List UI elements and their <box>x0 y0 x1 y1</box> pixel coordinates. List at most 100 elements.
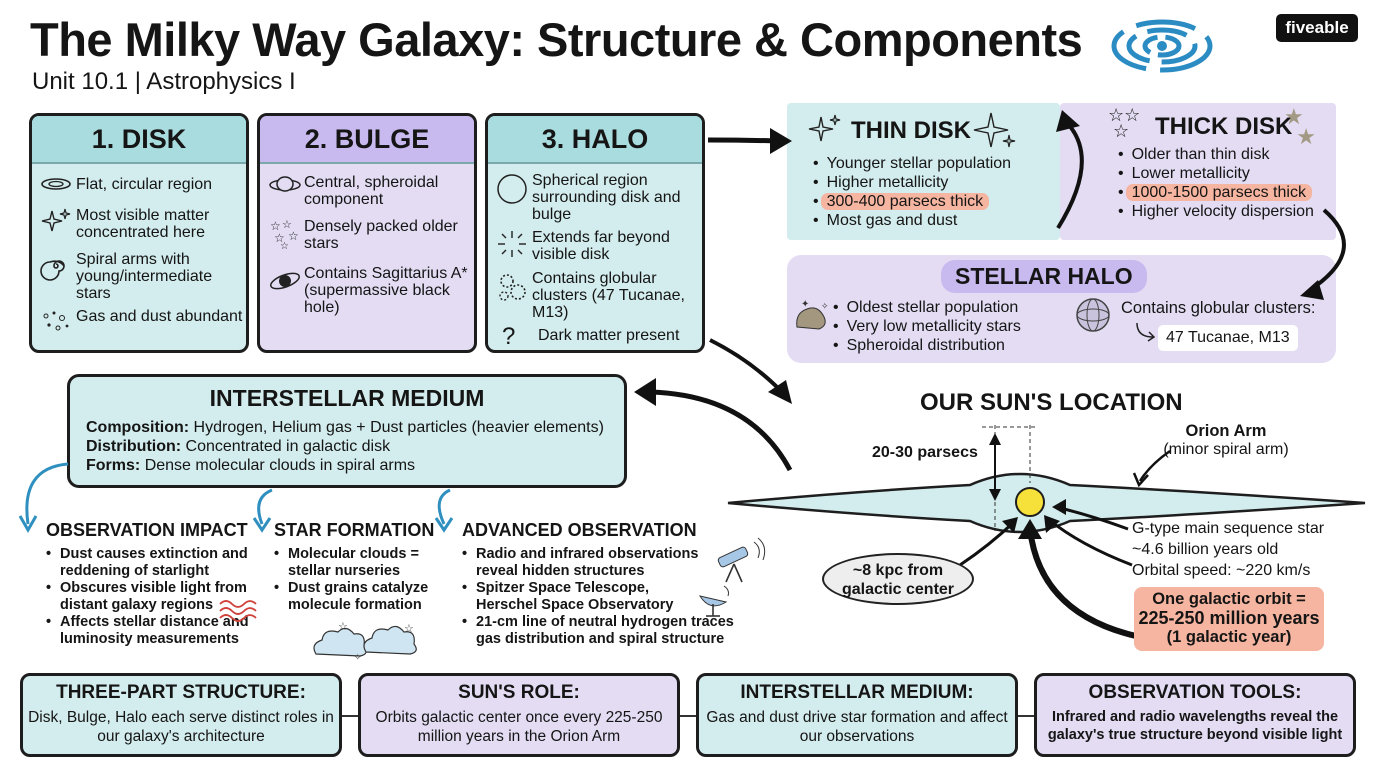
flat-disk-icon <box>41 178 71 190</box>
list-item: Higher metallicity <box>813 173 1011 192</box>
sphere-icon <box>497 174 527 204</box>
globe-icon <box>1076 298 1110 332</box>
clusters-label: Contains globular clusters: <box>1121 299 1316 317</box>
list-item: 1000-1500 parsecs thick <box>1118 183 1314 202</box>
spiral-icon <box>40 260 65 281</box>
list-item: Spheroidal distribution <box>833 336 1021 355</box>
summary-three-part-structure: THREE-PART STRUCTURE: Disk, Bulge, Halo … <box>20 673 342 757</box>
star-age-label: ~4.6 billion years old <box>1132 541 1279 558</box>
thick-disk-title: THICK DISK <box>1155 113 1293 140</box>
disk-title: 1. DISK <box>32 116 246 164</box>
svg-text:☆: ☆ <box>282 219 292 231</box>
list-item: Contains Sagittarius A* (supermassive bl… <box>268 265 474 316</box>
page-subtitle: Unit 10.1 | Astrophysics I <box>32 68 296 95</box>
black-hole-icon <box>270 272 300 290</box>
list-item: Flat, circular region <box>40 176 246 197</box>
arrow-halo-to-sun <box>709 338 782 392</box>
list-item: Very low metallicity stars <box>833 317 1021 336</box>
summary-interstellar-medium: INTERSTELLAR MEDIUM: Gas and dust drive … <box>696 673 1018 757</box>
star-type-label: G-type main sequence star <box>1132 520 1325 537</box>
list-item: ☆☆☆☆☆ Densely packed older stars <box>270 218 458 252</box>
spheroid-icon <box>269 176 301 192</box>
list-item: Oldest stellar population <box>833 298 1021 317</box>
list-item: Older than thin disk <box>1118 145 1314 164</box>
sun-location-title: OUR SUN'S LOCATION <box>920 389 1183 416</box>
blue-arrow-advanced <box>437 488 451 525</box>
sun-marker <box>1015 487 1045 517</box>
svg-text:☆: ☆ <box>274 231 285 245</box>
star-cluster-icon: ★ ★ <box>1284 104 1316 149</box>
thick-disk-panel: ☆☆ ☆ THICK DISK ★ ★ Older than thin disk… <box>1060 103 1336 240</box>
globular-cluster-icon <box>499 274 526 301</box>
advanced-observation-title: ADVANCED OBSERVATION <box>462 520 697 540</box>
advanced-observation-section: ADVANCED OBSERVATION Radio and infrared … <box>462 520 757 648</box>
blue-arrow-star-formation <box>257 488 273 525</box>
thin-disk-panel: THIN DISK Younger stellar population Hig… <box>787 103 1060 240</box>
galaxy-disk-diagram <box>727 425 1366 640</box>
ism-forms: Forms: Dense molecular clouds in spiral … <box>86 457 416 474</box>
brand-name: fiveable <box>1285 18 1349 37</box>
galaxy-cluster-icon: ✦✧ <box>796 299 829 330</box>
distance-callout: ~8 kpc from galactic center <box>822 553 974 605</box>
ism-composition: Composition: Hydrogen, Helium gas + Dust… <box>86 419 604 436</box>
list-item: Molecular clouds = stellar nurseries <box>274 546 454 579</box>
svg-text:✧: ✧ <box>821 301 829 311</box>
arrow-halo-to-disks <box>707 137 781 144</box>
sparkle-icon <box>41 208 71 232</box>
orbital-speed-label: Orbital speed: ~220 km/s <box>1132 562 1311 579</box>
ism-title: INTERSTELLAR MEDIUM <box>209 385 485 411</box>
summary-observation-tools: OBSERVATION TOOLS: Infrared and radio wa… <box>1034 673 1356 757</box>
list-item: Gas and dust abundant <box>40 308 246 339</box>
bulge-panel: 2. BULGE Central, spheroidal component ☆… <box>257 113 477 353</box>
list-item: 21-cm line of neutral hydrogen traces ga… <box>462 614 757 647</box>
svg-text:☆: ☆ <box>280 241 289 250</box>
list-item: Extends far beyond visible disk <box>496 229 702 264</box>
telescope-icon <box>717 537 766 583</box>
halo-title: 3. HALO <box>488 116 702 164</box>
thin-disk-title: THIN DISK <box>851 117 971 144</box>
list-item: Dust causes extinction and reddening of … <box>46 546 261 579</box>
blue-arrow-observation <box>25 462 69 525</box>
wave-icon <box>219 600 257 622</box>
star-formation-section: STAR FORMATION Molecular clouds = stella… <box>274 520 454 614</box>
list-item: Central, spheroidal component <box>268 174 474 208</box>
cloud-icon: ☆☆✧ <box>313 621 417 662</box>
disk-thickness-label: 20-30 parsecs <box>872 444 978 461</box>
list-item: ? Dark matter present <box>496 323 702 350</box>
summary-suns-role: SUN'S ROLE: Orbits galactic center once … <box>358 673 680 757</box>
list-item: Higher velocity dispersion <box>1118 202 1314 221</box>
disk-panel: 1. DISK Flat, circular region Most visib… <box>29 113 249 353</box>
star-cluster-icon: ☆☆☆☆☆ <box>270 219 299 252</box>
svg-text:✧: ✧ <box>354 652 362 662</box>
star-formation-title: STAR FORMATION <box>274 520 435 540</box>
galaxy-logo-icon <box>1111 19 1213 73</box>
halo-panel: 3. HALO Spherical region surrounding dis… <box>485 113 705 353</box>
galactic-orbit-callout: One galactic orbit = 225-250 million yea… <box>1134 587 1324 651</box>
list-item: Obscures visible light from distant gala… <box>46 580 261 613</box>
list-item: Dust grains catalyze molecule formation <box>274 580 454 613</box>
svg-text:✦: ✦ <box>801 299 809 310</box>
page-title: The Milky Way Galaxy: Structure & Compon… <box>30 13 1083 66</box>
sparkle-icon <box>973 112 1016 148</box>
observation-impact-title: OBSERVATION IMPACT <box>46 520 248 540</box>
ism-distribution: Distribution: Concentrated in galactic d… <box>86 438 391 455</box>
stellar-halo-panel: STELLAR HALO ✦✧ Oldest stellar populatio… <box>787 255 1336 363</box>
list-item: Lower metallicity <box>1118 164 1314 183</box>
radio-dish-icon <box>698 585 729 617</box>
brand-logo[interactable]: fiveable <box>1276 14 1358 42</box>
star-cluster-icon: ☆☆ ☆ <box>1108 105 1141 141</box>
dust-icon <box>43 311 69 331</box>
list-item: Spitzer Space Telescope, Herschel Space … <box>462 580 757 613</box>
list-item: Spiral arms with young/intermediate star… <box>40 251 246 302</box>
question-icon: ? <box>502 323 516 350</box>
svg-text:☆: ☆ <box>338 621 348 633</box>
ism-panel: INTERSTELLAR MEDIUM Composition: Hydroge… <box>67 374 627 488</box>
orion-arm-label: Orion Arm (minor spiral arm) <box>1163 422 1289 458</box>
list-item: Spherical region surrounding disk and bu… <box>496 172 702 223</box>
clusters-value: 47 Tucanae, M13 <box>1158 325 1298 351</box>
sparkle-icon <box>808 114 841 142</box>
curved-arrow-icon <box>1136 322 1156 342</box>
burst-icon <box>498 231 526 257</box>
list-item: Most visible matter concentrated here <box>40 207 246 241</box>
list-item: Most gas and dust <box>813 211 1011 230</box>
